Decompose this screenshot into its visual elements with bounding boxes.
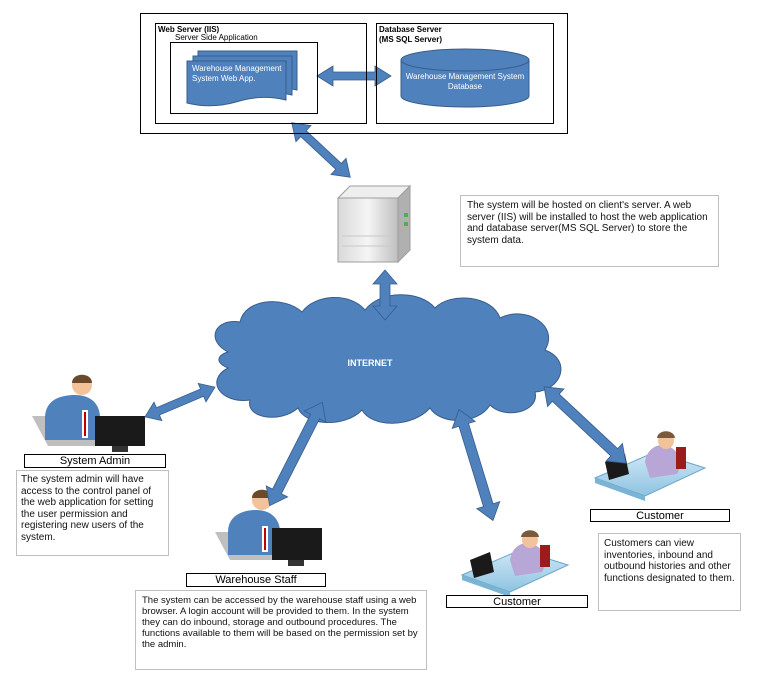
web-app-label: Warehouse Management System Web App. [192,64,282,83]
arrow-internet-to-staff [265,401,327,507]
web-app-document-stack [186,50,298,107]
system-admin-label: System Admin [24,454,166,468]
customer-left-icon [460,530,570,597]
server-side-app-label: Server Side Application [175,33,258,42]
customer-right-label: Customer [590,509,730,522]
warehouse-staff-label: Warehouse Staff [186,573,326,587]
server-tower-icon [336,184,412,264]
warehouse-staff-icon [215,489,322,566]
customer-right-icon [593,431,707,501]
db-server-title-line2: (MS SQL Server) [379,35,442,44]
web-server-title: Web Server (IIS) [158,25,220,34]
customer-note: Customers can view inventories, inbound … [598,533,741,611]
system-admin-icon [32,374,145,452]
database-cylinder [400,48,530,108]
arrow-internet-to-customer-right [543,386,627,464]
database-server-box [376,23,554,124]
arrow-webapp-database [316,65,392,87]
db-server-title-line1: Database Server [379,25,442,34]
web-server-box [155,23,367,124]
internet-label: INTERNET [347,358,393,368]
staff-note: The system can be accessed by the wareho… [135,590,427,670]
arrow-internet-to-admin [144,382,216,422]
arrow-servers-to-host [291,122,351,178]
db-label: Warehouse Management System Database [405,72,525,91]
arrow-host-to-internet [372,269,398,321]
arrow-internet-to-customer-left [451,408,501,522]
hosting-note: The system will be hosted on client's se… [460,195,719,267]
internet-cloud [214,294,562,424]
admin-note: The system admin will have access to the… [16,470,169,556]
server-enclosure [140,13,568,134]
server-side-app-box [170,42,318,114]
customer-left-label: Customer [446,595,588,608]
